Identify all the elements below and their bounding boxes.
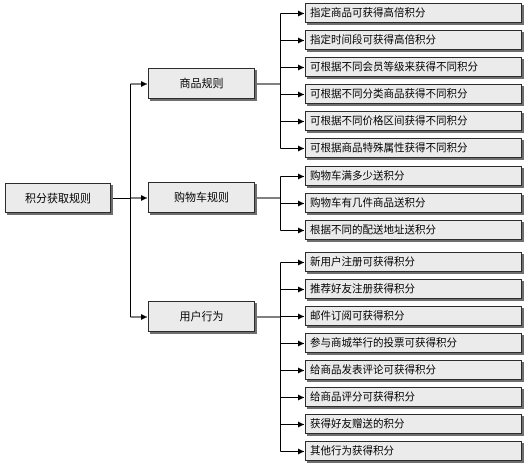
category-cart-rules: 购物车规则 (148, 182, 255, 213)
rule-item: 推荐好友注册获得积分 (305, 279, 522, 299)
rule-label: 参与商城举行的投票可获得积分 (310, 336, 457, 349)
rule-label: 邮件订阅可获得积分 (310, 309, 405, 322)
rule-label: 可根据不同分类商品获得不同积分 (310, 87, 468, 100)
rule-label: 给商品评分可获得积分 (310, 390, 415, 403)
rule-label: 其他行为获得积分 (310, 444, 394, 457)
category-label: 购物车规则 (174, 191, 229, 204)
category-product-rules: 商品规则 (148, 68, 255, 99)
rule-item: 可根据不同会员等级来获得不同积分 (305, 57, 522, 77)
category-user-behavior: 用户行为 (148, 301, 255, 332)
rule-item: 指定商品可获得高倍积分 (305, 3, 522, 23)
rule-label: 可根据不同价格区间获得不同积分 (310, 114, 468, 127)
root-node: 积分获取规则 (5, 183, 111, 213)
rule-item: 根据不同的配送地址送积分 (305, 220, 522, 240)
rule-label: 获得好友赠送的积分 (310, 417, 405, 430)
category-label: 用户行为 (179, 310, 224, 323)
rule-item: 可根据商品特殊属性获得不同积分 (305, 138, 522, 158)
rule-item: 给商品发表评论可获得积分 (305, 360, 522, 380)
rule-label: 可根据不同会员等级来获得不同积分 (310, 60, 478, 73)
rule-label: 根据不同的配送地址送积分 (310, 223, 436, 236)
rule-item: 参与商城举行的投票可获得积分 (305, 333, 522, 353)
rule-item: 可根据不同分类商品获得不同积分 (305, 84, 522, 104)
rule-item: 可根据不同价格区间获得不同积分 (305, 111, 522, 131)
rule-label: 指定商品可获得高倍积分 (310, 6, 426, 19)
rule-label: 给商品发表评论可获得积分 (310, 363, 436, 376)
rule-item: 指定时间段可获得高倍积分 (305, 30, 522, 50)
root-label: 积分获取规则 (25, 191, 91, 205)
rule-item: 获得好友赠送的积分 (305, 414, 522, 434)
rule-label: 可根据商品特殊属性获得不同积分 (310, 141, 468, 154)
rule-label: 购物车满多少送积分 (310, 169, 405, 182)
rule-item: 其他行为获得积分 (305, 441, 522, 461)
rule-label: 推荐好友注册获得积分 (310, 282, 415, 295)
rule-label: 新用户注册可获得积分 (310, 255, 415, 268)
rule-item: 新用户注册可获得积分 (305, 252, 522, 272)
rule-item: 购物车有几件商品送积分 (305, 193, 522, 213)
rule-label: 购物车有几件商品送积分 (310, 196, 426, 209)
rule-item: 邮件订阅可获得积分 (305, 306, 522, 326)
rule-item: 购物车满多少送积分 (305, 166, 522, 186)
category-label: 商品规则 (179, 77, 224, 90)
rule-item: 给商品评分可获得积分 (305, 387, 522, 407)
rule-label: 指定时间段可获得高倍积分 (310, 33, 436, 46)
